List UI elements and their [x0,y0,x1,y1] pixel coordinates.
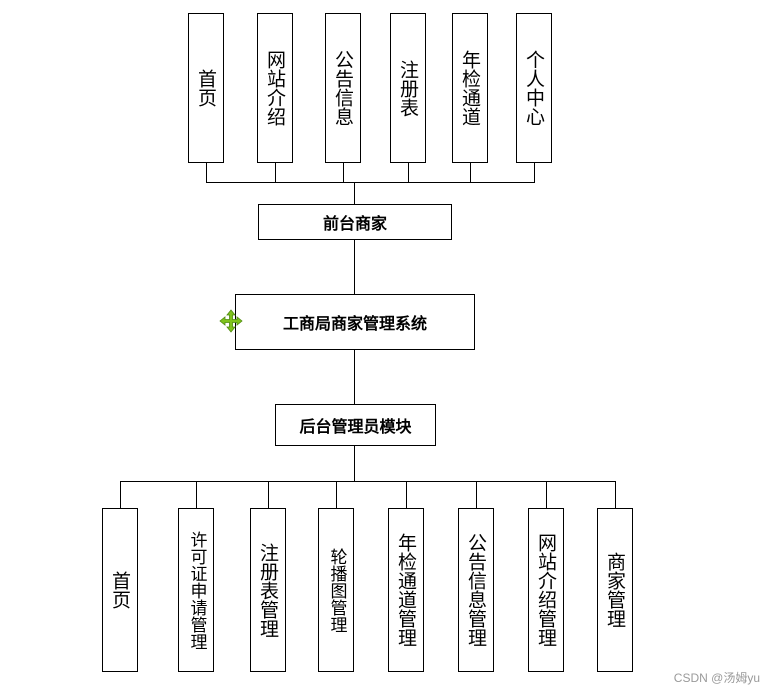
watermark: CSDN @汤姆yu [673,671,760,685]
admin-module-node: 后台管理员模块 [275,404,436,446]
connector-bus-bottom [120,481,616,482]
connector-line [268,481,269,508]
connector-line [546,481,547,508]
bottom-module-home: 首页 [102,508,138,672]
connector-line [354,240,355,294]
connector-line [354,446,355,482]
top-module-announcements: 公告信息 [325,13,361,163]
bottom-module-annual-inspection-management: 年检通道管理 [388,508,424,672]
top-module-annual-inspection: 年检通道 [452,13,488,163]
front-merchant-node: 前台商家 [258,204,452,240]
bottom-module-carousel-management: 轮播图管理 [318,508,354,672]
connector-line [476,481,477,508]
connector-bus-top [206,182,535,183]
connector-line [196,481,197,508]
connector-line [275,163,276,183]
system-root-node: 工商局商家管理系统 [235,294,475,350]
bottom-module-license-application: 许可证申请管理 [178,508,214,672]
move-arrows-icon [219,309,243,333]
connector-line [206,163,207,183]
bottom-module-announcement-management: 公告信息管理 [458,508,494,672]
connector-line [470,163,471,183]
bottom-module-register-management: 注册表管理 [250,508,286,672]
bottom-module-merchant-management: 商家管理 [597,508,633,672]
connector-line [120,481,121,508]
top-module-site-intro: 网站介绍 [257,13,293,163]
connector-line [408,163,409,183]
top-module-register: 注册表 [390,13,426,163]
top-module-personal-center: 个人中心 [516,13,552,163]
connector-line [534,163,535,183]
connector-line [354,182,355,204]
connector-line [336,481,337,508]
connector-line [343,163,344,183]
bottom-module-site-intro-management: 网站介绍管理 [528,508,564,672]
connector-line [615,481,616,508]
connector-line [406,481,407,508]
top-module-home: 首页 [188,13,224,163]
connector-line [354,350,355,404]
